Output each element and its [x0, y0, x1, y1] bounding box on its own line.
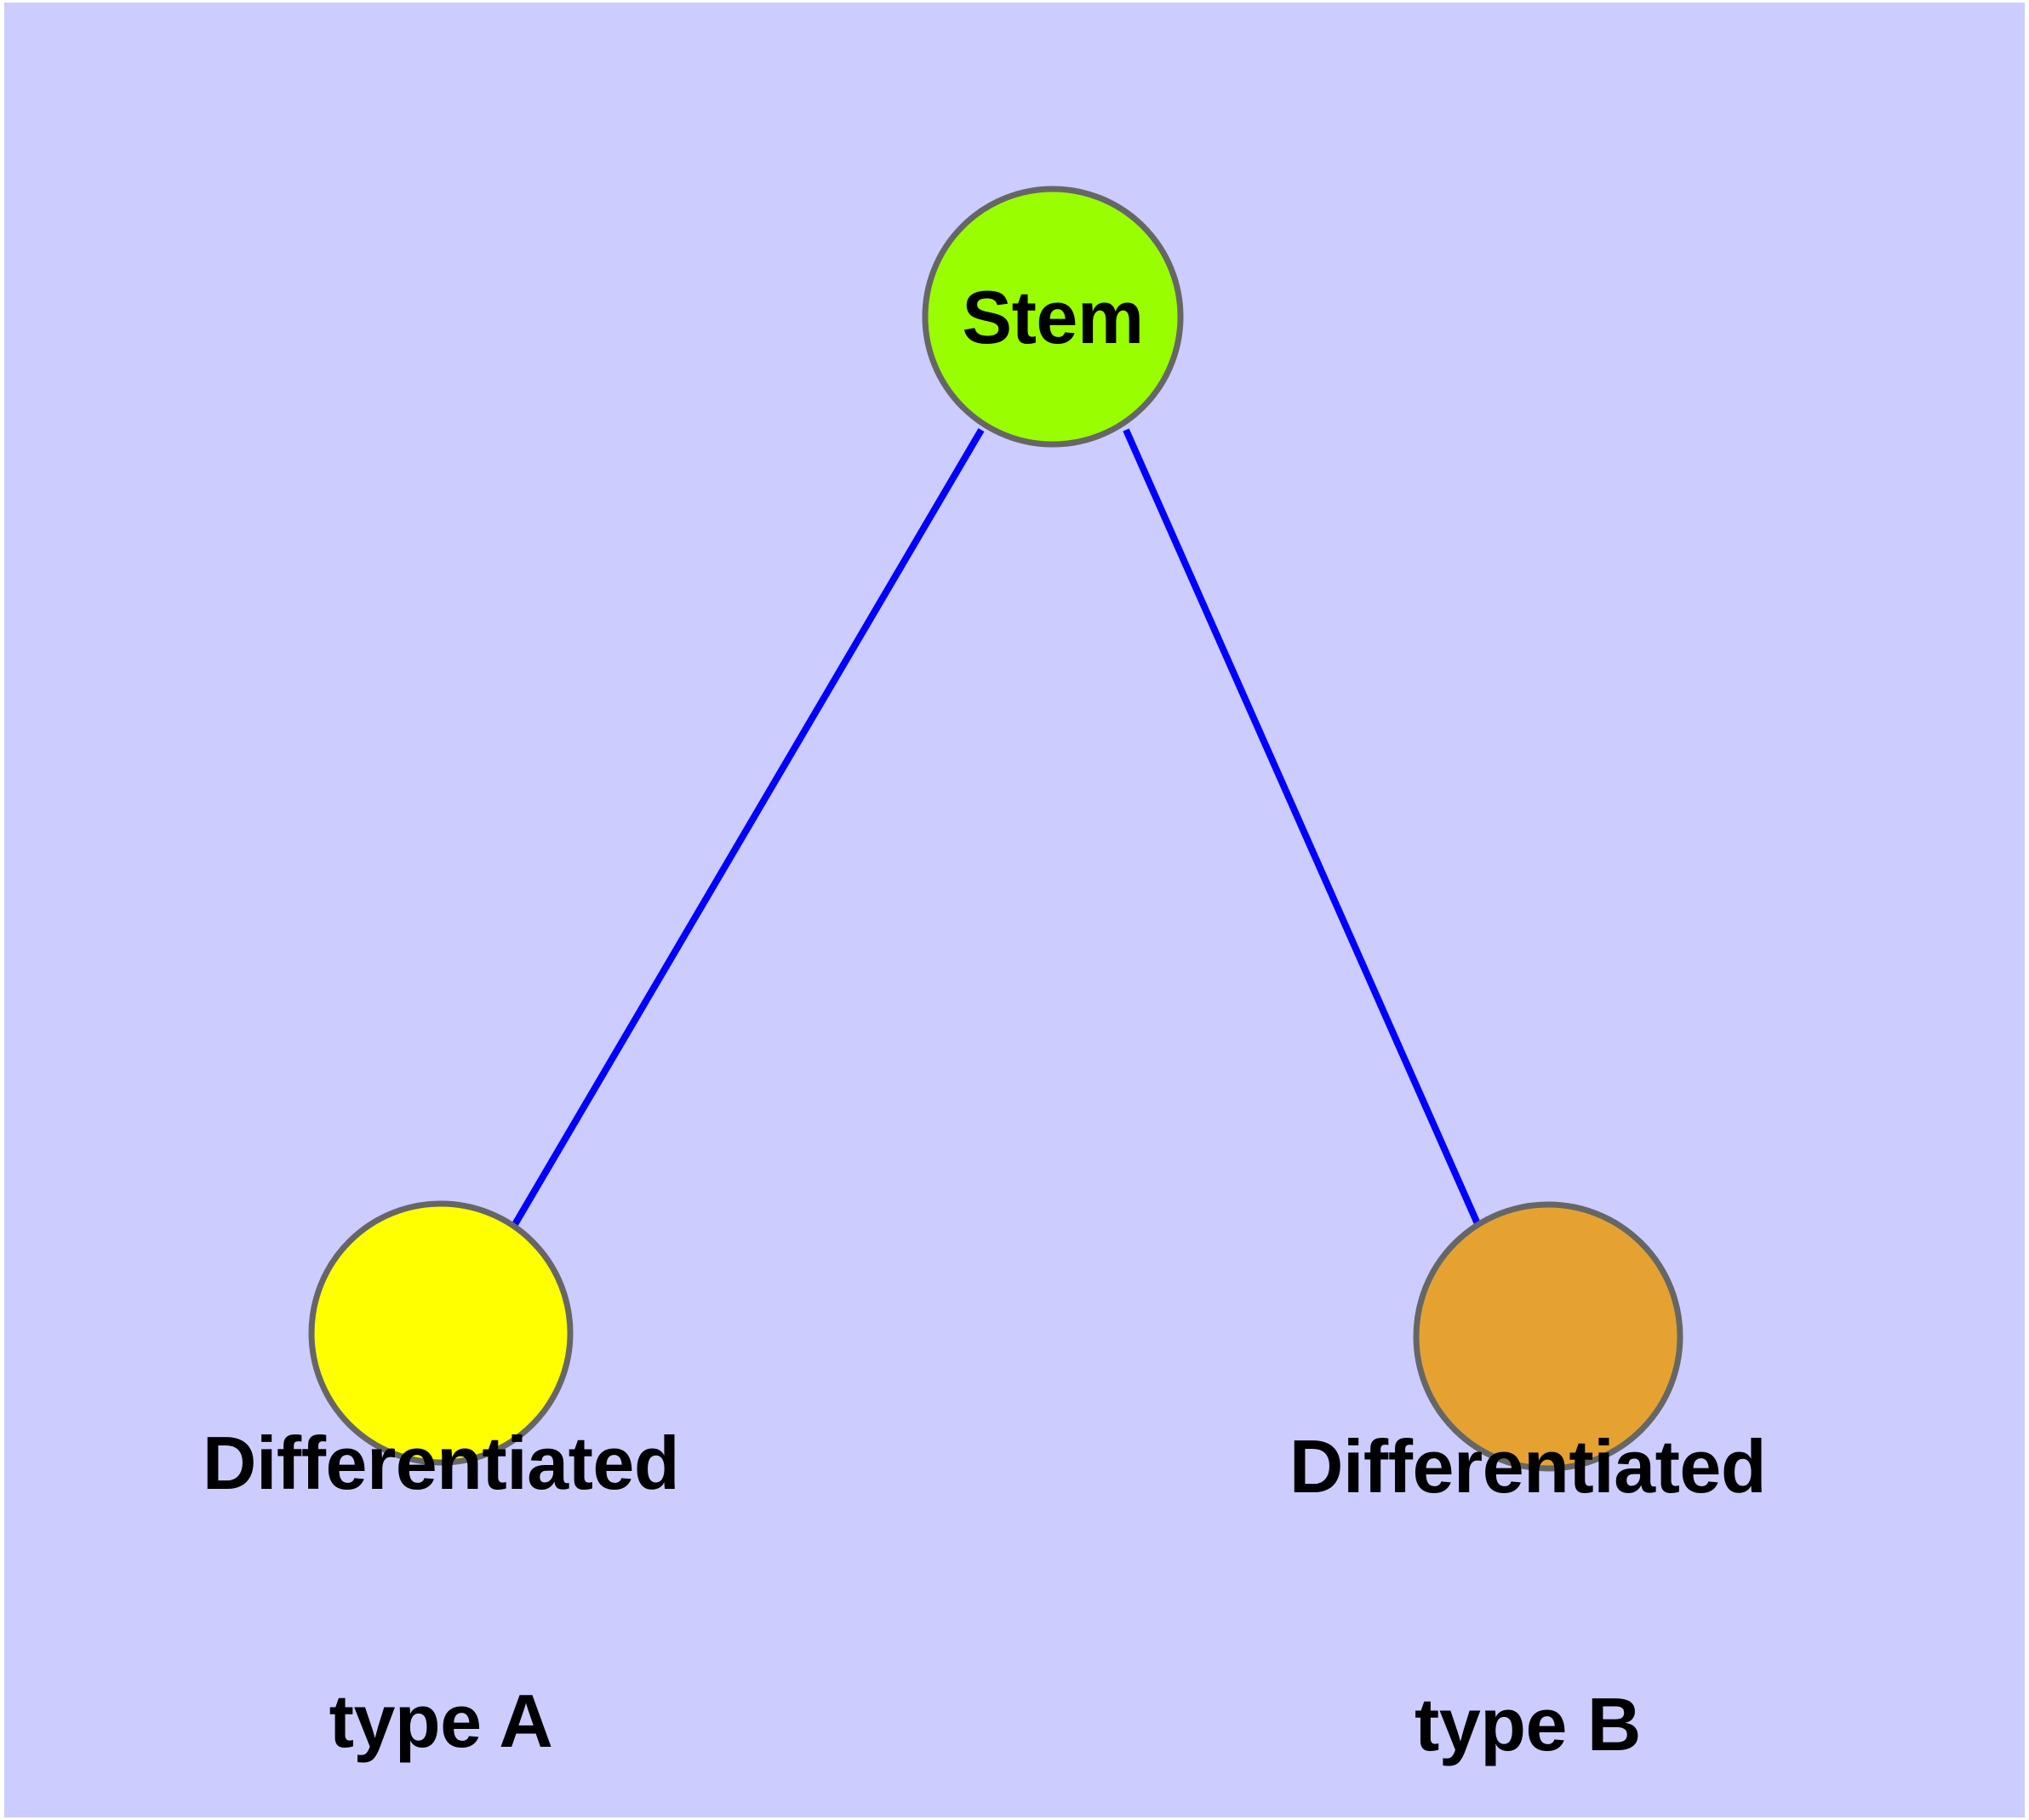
node-label-differentiated-type-b: Differentiated type B: [1272, 1251, 1783, 1820]
node-label-differentiated-type-a: Differentiated type A: [186, 1248, 696, 1820]
node-label-line-2: type A: [329, 1679, 553, 1763]
node-differentiated-type-a[interactable]: [308, 1200, 574, 1466]
node-label-line-2: type B: [1415, 1682, 1641, 1766]
node-label-stem: Stem: [962, 275, 1144, 359]
edge-stem-to-differentiated-b[interactable]: [1123, 428, 1483, 1229]
node-differentiated-type-b[interactable]: [1413, 1201, 1683, 1472]
edge-stem-to-differentiated-a[interactable]: [511, 427, 985, 1228]
node-stem[interactable]: [922, 186, 1184, 448]
node-label-line-1: Differentiated: [202, 1421, 680, 1505]
node-label-line-1: Differentiated: [1289, 1424, 1767, 1508]
